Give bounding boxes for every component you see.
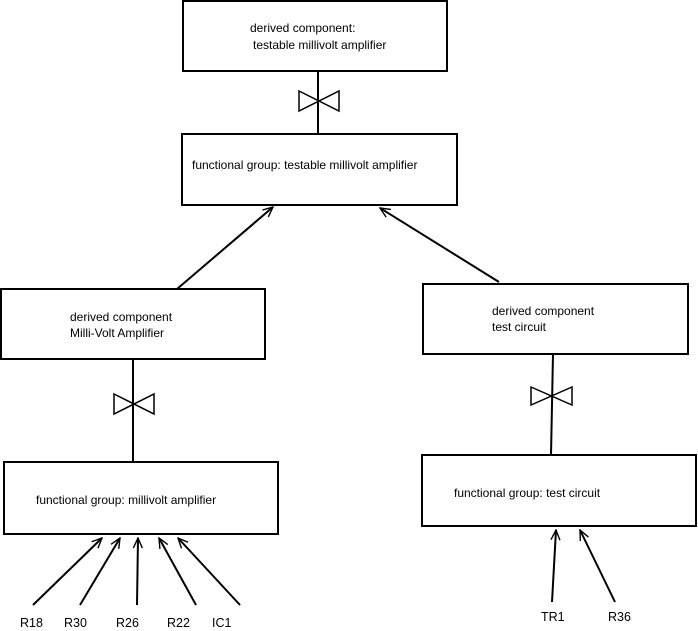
input-label: R26 [116,616,139,630]
box-derived-component-left: derived component Milli-Volt Amplifier [0,288,266,360]
link-derived-right-to-fg-right [550,353,554,456]
box-derived-component-top: derived component: testable millivolt am… [182,0,448,72]
input-label: TR1 [541,610,565,624]
input-arrow [579,530,616,603]
box-text: derived component: [250,21,355,35]
bowtie-icon [530,385,573,407]
input-arrow [137,538,138,606]
box-text: functional group: test circuit [454,486,601,500]
input-arrow [158,538,197,606]
input-label: R22 [167,616,190,630]
input-labels-right: TR1 R36 [541,610,631,624]
arrow-derived-right-to-fg-top [380,208,500,283]
box-functional-group-left: functional group: millivolt amplifier [3,461,279,535]
box-functional-group-top: functional group: testable millivolt amp… [181,133,458,206]
input-arrow [32,538,102,606]
box-text: test circuit [492,320,547,334]
box-text: testable millivolt amplifier [253,38,386,52]
input-label: IC1 [212,616,232,630]
input-arrow [178,538,241,606]
input-arrow [79,538,120,606]
box-text: derived component [70,310,173,324]
input-label: R18 [20,616,43,630]
box-text: functional group: testable millivolt amp… [192,158,417,172]
input-label: R36 [608,610,631,624]
box-text: functional group: millivolt amplifier [36,493,216,507]
box-derived-component-right: derived component test circuit [422,283,689,355]
box-functional-group-right: functional group: test circuit [421,454,697,527]
input-arrows-left [32,538,241,606]
connectors [132,71,554,462]
input-labels-left: R18 R30 R26 R22 IC1 [20,616,232,630]
input-arrows-right [552,530,616,603]
box-text: derived component [492,304,595,318]
input-arrow [552,530,556,603]
bowtie-icon [113,392,155,416]
input-label: R30 [64,616,87,630]
box-text: Milli-Volt Amplifier [70,326,164,340]
arrow-derived-left-to-fg-top [176,207,273,290]
bowtie-icon [298,89,340,113]
